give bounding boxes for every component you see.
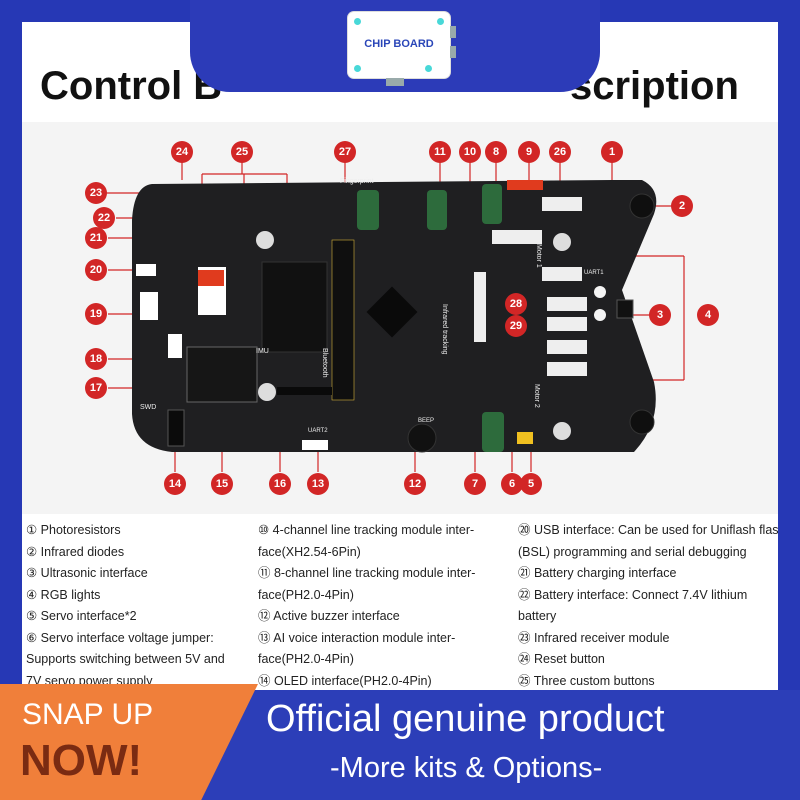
callout-1: 1 bbox=[601, 141, 623, 163]
callout-27: 27 bbox=[334, 141, 356, 163]
now-text: NOW! bbox=[20, 736, 143, 785]
board-label-swd: SWD bbox=[140, 404, 157, 411]
callout-7: 7 bbox=[464, 473, 486, 495]
board-label-fingerprint: Fingerprint bbox=[340, 178, 374, 185]
callout-5: 5 bbox=[520, 473, 542, 495]
board-label-motor1: Motor 1 bbox=[535, 244, 542, 268]
snap-up-text: SNAP UP bbox=[22, 698, 154, 731]
legend-line: ㉓ Infrared receiver module bbox=[518, 630, 670, 645]
page-title-right: scription bbox=[570, 64, 739, 108]
legend-line: face(PH2.0-4Pin) bbox=[258, 587, 354, 602]
callout-26: 26 bbox=[549, 141, 571, 163]
banner-subline: -More kits & Options- bbox=[330, 752, 603, 784]
board-label-infrared-tracking: Infrared tracking bbox=[441, 304, 448, 355]
legend-line: ⑪ 8-channel line tracking module inter- bbox=[258, 566, 476, 580]
callout-3: 3 bbox=[649, 304, 671, 326]
callout-11: 11 bbox=[429, 141, 451, 163]
callout-2: 2 bbox=[671, 195, 693, 217]
board-label-uart1: UART1 bbox=[584, 270, 604, 276]
board-diagram: Fingerprint Infrared tracking Motor 1 Mo… bbox=[22, 122, 778, 514]
legend-line: ⑳ USB interface: Can be used for Uniflas… bbox=[518, 523, 778, 537]
legend-line: ⑫ Active buzzer interface bbox=[258, 609, 400, 623]
legend-line: ㉒ Battery interface: Connect 7.4V lithiu… bbox=[518, 587, 748, 602]
legend-line: ④ RGB lights bbox=[26, 587, 101, 602]
callout-28: 28 bbox=[505, 293, 527, 315]
legend-line: battery bbox=[518, 609, 557, 623]
board-illustration bbox=[104, 152, 685, 472]
board-label-beep: BEEP bbox=[418, 418, 435, 424]
callout-10: 10 bbox=[459, 141, 481, 163]
board-label-uart2: UART2 bbox=[308, 428, 328, 434]
legend-line: face(XH2.54-6Pin) bbox=[258, 544, 361, 559]
legend-line: ③ Ultrasonic interface bbox=[26, 566, 148, 580]
callout-12: 12 bbox=[404, 473, 426, 495]
callout-24: 24 bbox=[171, 141, 193, 163]
legend-line: ② Infrared diodes bbox=[26, 544, 125, 559]
legend-line: ㉔ Reset button bbox=[518, 652, 605, 666]
callout-25: 25 bbox=[231, 141, 253, 163]
legend-line: ⑤ Servo interface*2 bbox=[26, 609, 137, 623]
legend-line: ⑩ 4-channel line tracking module inter- bbox=[258, 523, 475, 537]
callout-29: 29 bbox=[505, 315, 527, 337]
callout-4: 4 bbox=[697, 304, 719, 326]
legend: ① Photoresistors ② Infrared diodes ③ Ultra… bbox=[22, 520, 778, 690]
callout-22: 22 bbox=[93, 207, 115, 229]
callout-9: 9 bbox=[518, 141, 540, 163]
callout-6: 6 bbox=[501, 473, 523, 495]
legend-column-1: ① Photoresistors ② Infrared diodes ③ Ultra… bbox=[26, 520, 225, 690]
legend-line: ⑥ Servo interface voltage jumper: bbox=[26, 630, 214, 645]
board-label-motor2: Motor 2 bbox=[533, 384, 540, 408]
legend-line: ㉕ Three custom buttons bbox=[518, 673, 655, 688]
legend-column-2: ⑩ 4-channel line tracking module inter-f… bbox=[258, 520, 475, 690]
legend-line: (BSL) programming and serial debugging bbox=[518, 544, 747, 559]
snap-up-ribbon: SNAP UP NOW! bbox=[0, 684, 258, 800]
content-card: Control B scription bbox=[22, 22, 778, 690]
legend-line: Supports switching between 5V and bbox=[26, 652, 225, 666]
banner-headline: Official genuine product bbox=[266, 698, 665, 740]
callout-17: 17 bbox=[85, 377, 107, 399]
legend-line: ⑬ AI voice interaction module inter- bbox=[258, 630, 456, 645]
legend-column-3: ⑳ USB interface: Can be used for Uniflas… bbox=[518, 520, 778, 690]
callout-21: 21 bbox=[85, 227, 107, 249]
chip-board-logo: CHIP BOARD bbox=[348, 12, 456, 86]
board-label-imu: IMU bbox=[256, 348, 269, 355]
board-label-bluetooth: Bluetooth bbox=[321, 348, 328, 378]
legend-line: ① Photoresistors bbox=[26, 523, 121, 537]
callout-15: 15 bbox=[211, 473, 233, 495]
callout-20: 20 bbox=[85, 259, 107, 281]
chip-board-label: CHIP BOARD bbox=[364, 38, 434, 50]
callout-14: 14 bbox=[164, 473, 186, 495]
legend-line: ⑭ OLED interface(PH2.0-4Pin) bbox=[258, 673, 432, 688]
callout-18: 18 bbox=[85, 348, 107, 370]
callout-19: 19 bbox=[85, 303, 107, 325]
callout-16: 16 bbox=[269, 473, 291, 495]
callout-13: 13 bbox=[307, 473, 329, 495]
callout-23: 23 bbox=[85, 182, 107, 204]
callout-8: 8 bbox=[485, 141, 507, 163]
legend-line: ㉑ Battery charging interface bbox=[518, 566, 677, 580]
legend-line: face(PH2.0-4Pin) bbox=[258, 652, 354, 666]
page-title-left: Control B bbox=[40, 64, 223, 108]
